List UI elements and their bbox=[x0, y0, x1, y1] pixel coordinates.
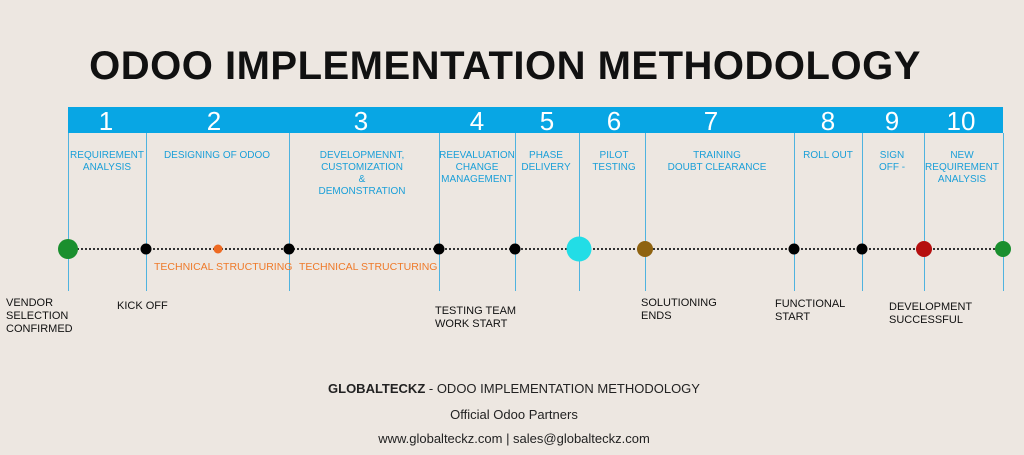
milestone-dot bbox=[509, 243, 521, 255]
milestone-functional-start: FUNCTIONAL START bbox=[775, 298, 846, 323]
footer-contact: www.globalteckz.com | sales@globalteckz.… bbox=[378, 431, 650, 446]
milestone-dot bbox=[788, 243, 800, 255]
milestone-dot bbox=[856, 243, 868, 255]
phase-label: PILOT TESTING bbox=[592, 150, 636, 173]
phase-label: SIGN OFF - bbox=[878, 150, 906, 173]
phase-number: 4 bbox=[469, 106, 485, 136]
milestone-dot bbox=[140, 243, 152, 255]
phase-label: PHASE DELIVERY bbox=[521, 150, 571, 173]
phase-number: 2 bbox=[206, 106, 222, 136]
milestone-dot bbox=[283, 243, 295, 255]
divider-line bbox=[645, 133, 646, 291]
phase-label: REQUIREMENT ANALYSIS bbox=[70, 150, 144, 173]
phase-number: 3 bbox=[353, 106, 369, 136]
divider-line bbox=[862, 133, 863, 291]
milestone-kick-off: KICK OFF bbox=[117, 300, 168, 312]
technical-structuring-2: TECHNICAL STRUCTURING bbox=[299, 261, 438, 273]
phase-label: TRAINING DOUBT CLEARANCE bbox=[667, 150, 767, 173]
milestone-dot bbox=[566, 236, 592, 262]
footer-brand: GLOBALTECKZ bbox=[328, 381, 426, 396]
phase-number: 1 bbox=[98, 106, 114, 136]
divider-line bbox=[794, 133, 795, 291]
milestone-dot bbox=[916, 241, 932, 257]
divider-line bbox=[579, 133, 580, 291]
phase-number: 7 bbox=[703, 106, 719, 136]
milestone-dot bbox=[58, 239, 78, 259]
divider-line bbox=[924, 133, 925, 291]
technical-structuring-1: TECHNICAL STRUCTURING bbox=[154, 261, 293, 273]
phase-label: ROLL OUT bbox=[803, 150, 853, 161]
milestone-vendor-selection: VENDOR SELECTION CONFIRMED bbox=[6, 297, 73, 335]
milestone-testing-team: TESTING TEAM WORK START bbox=[435, 305, 517, 330]
phase-label: DEVELOPMENNT, CUSTOMIZATION & DEMONSTRAT… bbox=[318, 150, 406, 197]
milestone-dot bbox=[213, 244, 223, 254]
footer-title: GLOBALTECKZ - ODOO IMPLEMENTATION METHOD… bbox=[0, 381, 1024, 396]
phase-number: 5 bbox=[539, 106, 555, 136]
phase-label: DESIGNING OF ODOO bbox=[163, 150, 271, 161]
phase-bar bbox=[68, 107, 1003, 133]
footer-partner: Official Odoo Partners bbox=[450, 407, 578, 422]
milestone-dot bbox=[995, 241, 1011, 257]
divider-line bbox=[1003, 133, 1004, 291]
milestone-development-successful: DEVELOPMENT SUCCESSFUL bbox=[889, 301, 973, 326]
phase-number: 10 bbox=[946, 106, 976, 136]
phase-label: REEVALUATION CHANGE MANAGEMENT bbox=[439, 150, 515, 185]
divider-line bbox=[146, 133, 147, 291]
divider-line bbox=[515, 133, 516, 291]
phase-number: 6 bbox=[606, 106, 622, 136]
divider-line bbox=[439, 133, 440, 291]
milestone-dot bbox=[433, 243, 445, 255]
divider-line bbox=[68, 133, 69, 291]
milestone-dot bbox=[637, 241, 653, 257]
timeline-line bbox=[68, 248, 1003, 250]
divider-line bbox=[289, 133, 290, 291]
phase-number: 9 bbox=[884, 106, 900, 136]
page-title: ODOO IMPLEMENTATION METHODOLOGY bbox=[89, 44, 921, 88]
phase-number: 8 bbox=[820, 106, 836, 136]
footer-title-rest: - ODOO IMPLEMENTATION METHODOLOGY bbox=[425, 381, 700, 396]
phase-label: NEW REQUIREMENT ANALYSIS bbox=[925, 150, 999, 185]
milestone-solutioning-ends: SOLUTIONING ENDS bbox=[641, 297, 717, 322]
